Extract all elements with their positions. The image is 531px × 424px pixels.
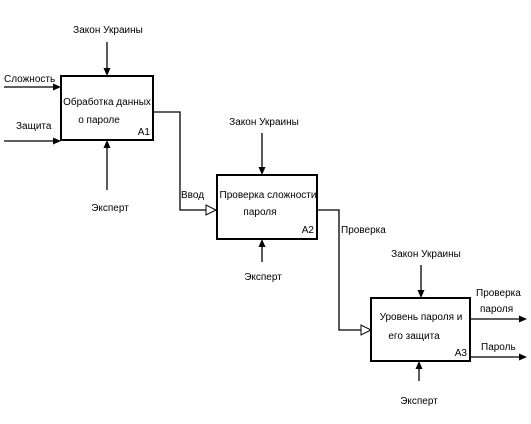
block-a2-mechanism-arrowhead	[258, 239, 266, 247]
block-a2-title-line2: пароля	[243, 207, 276, 218]
block-a2-mechanism-label: Эксперт	[244, 272, 282, 283]
block-a3[interactable]	[370, 297, 471, 362]
flow-a1-to-a2	[153, 111, 206, 211]
output-check-label-line2: пароля	[480, 304, 513, 315]
flow-a2-to-a3-arrowhead	[360, 324, 373, 336]
flow-a1-to-a2-arrowhead	[205, 204, 218, 216]
input-complexity-label: Сложность	[4, 74, 55, 85]
flow-a2-to-a3	[317, 209, 361, 331]
block-a3-title-line2: его защита	[388, 331, 440, 342]
block-a3-mechanism-label: Эксперт	[400, 396, 438, 407]
block-a1-title-line2: о пароле	[78, 115, 120, 126]
flow-a2-to-a3-label: Проверка	[341, 225, 386, 236]
input-protection-arrowhead	[53, 137, 61, 145]
block-a2-node-id: A2	[302, 225, 315, 236]
flow-a1-to-a2-label: Ввод	[181, 190, 204, 201]
block-a1-mechanism-label: Эксперт	[91, 203, 129, 214]
block-a2[interactable]	[216, 174, 318, 240]
output-password-label: Пароль	[481, 342, 516, 353]
block-a3-mechanism-arrowhead	[415, 361, 423, 369]
block-a2-control-label: Закон Украины	[229, 117, 299, 128]
block-a3-node-id: A3	[455, 348, 468, 359]
block-a2-title-line1: Проверка сложности	[220, 190, 317, 201]
block-a2-control-arrowhead	[258, 167, 266, 175]
input-protection-label: Защита	[16, 121, 52, 132]
block-a3-title-line1: Уровень пароля и	[380, 312, 463, 323]
block-a1[interactable]	[60, 75, 154, 141]
output-check-label-line1: Проверка	[476, 288, 521, 299]
block-a3-control-arrowhead	[417, 290, 425, 298]
input-complexity-arrowhead	[53, 83, 61, 91]
output-password-arrowhead	[519, 353, 527, 361]
block-a1-control-label: Закон Украины	[73, 25, 143, 36]
block-a1-node-id: A1	[138, 127, 151, 138]
output-check-arrowhead	[519, 315, 527, 323]
block-a1-title-line1: Обработка данных	[63, 96, 151, 108]
block-a1-control-arrowhead	[103, 68, 111, 76]
block-a1-mechanism-arrowhead	[103, 140, 111, 148]
block-a3-control-label: Закон Украины	[391, 249, 461, 260]
